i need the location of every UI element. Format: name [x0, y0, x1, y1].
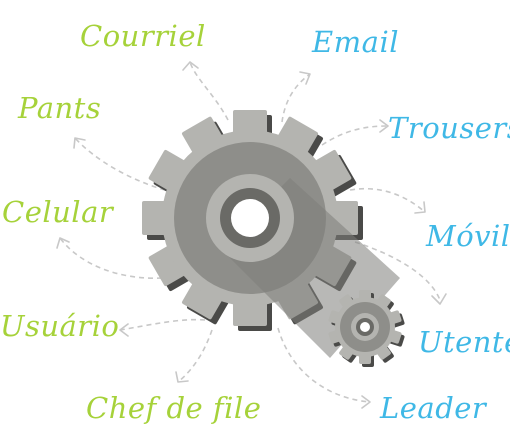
connector-arrows [56, 61, 447, 409]
arrow-head-email [299, 71, 311, 85]
small-gear-hole [360, 322, 370, 332]
arrow-courriel [189, 61, 229, 121]
arrow-head-celular [56, 237, 70, 249]
arrow-utente [354, 241, 441, 301]
arrow-pants [74, 137, 166, 191]
arrow-chef-de-file [177, 329, 213, 383]
label-celular: Celular [2, 195, 115, 229]
label-usuario: Usuário [0, 309, 119, 343]
arrow-email [281, 73, 311, 123]
arrow-head-leader [361, 395, 371, 409]
arrow-usuario [119, 318, 206, 331]
large-gear-hole [231, 199, 269, 237]
arrow-head-chef-de-file [175, 371, 189, 383]
label-leader: Leader [379, 391, 488, 425]
label-chef-de-file: Chef de file [86, 391, 261, 425]
arrow-head-movil [414, 201, 426, 214]
arrow-leader [277, 327, 371, 403]
arrow-head-trousers [379, 119, 389, 133]
arrow-head-courriel [182, 61, 199, 71]
arrow-celular [59, 237, 163, 279]
arrow-head-usuario [119, 323, 129, 337]
arrow-movil [349, 187, 426, 213]
label-email: Email [311, 25, 399, 59]
label-courriel: Courriel [80, 19, 206, 53]
label-utente: Utente [418, 325, 510, 359]
small-gear-icon [328, 290, 405, 367]
arrow-trousers [321, 125, 389, 146]
label-movil: Móvil [425, 219, 510, 253]
arrow-head-pants [73, 137, 86, 149]
arrow-head-utente [431, 293, 447, 305]
label-trousers: Trousers [388, 111, 510, 145]
label-pants: Pants [17, 91, 101, 125]
